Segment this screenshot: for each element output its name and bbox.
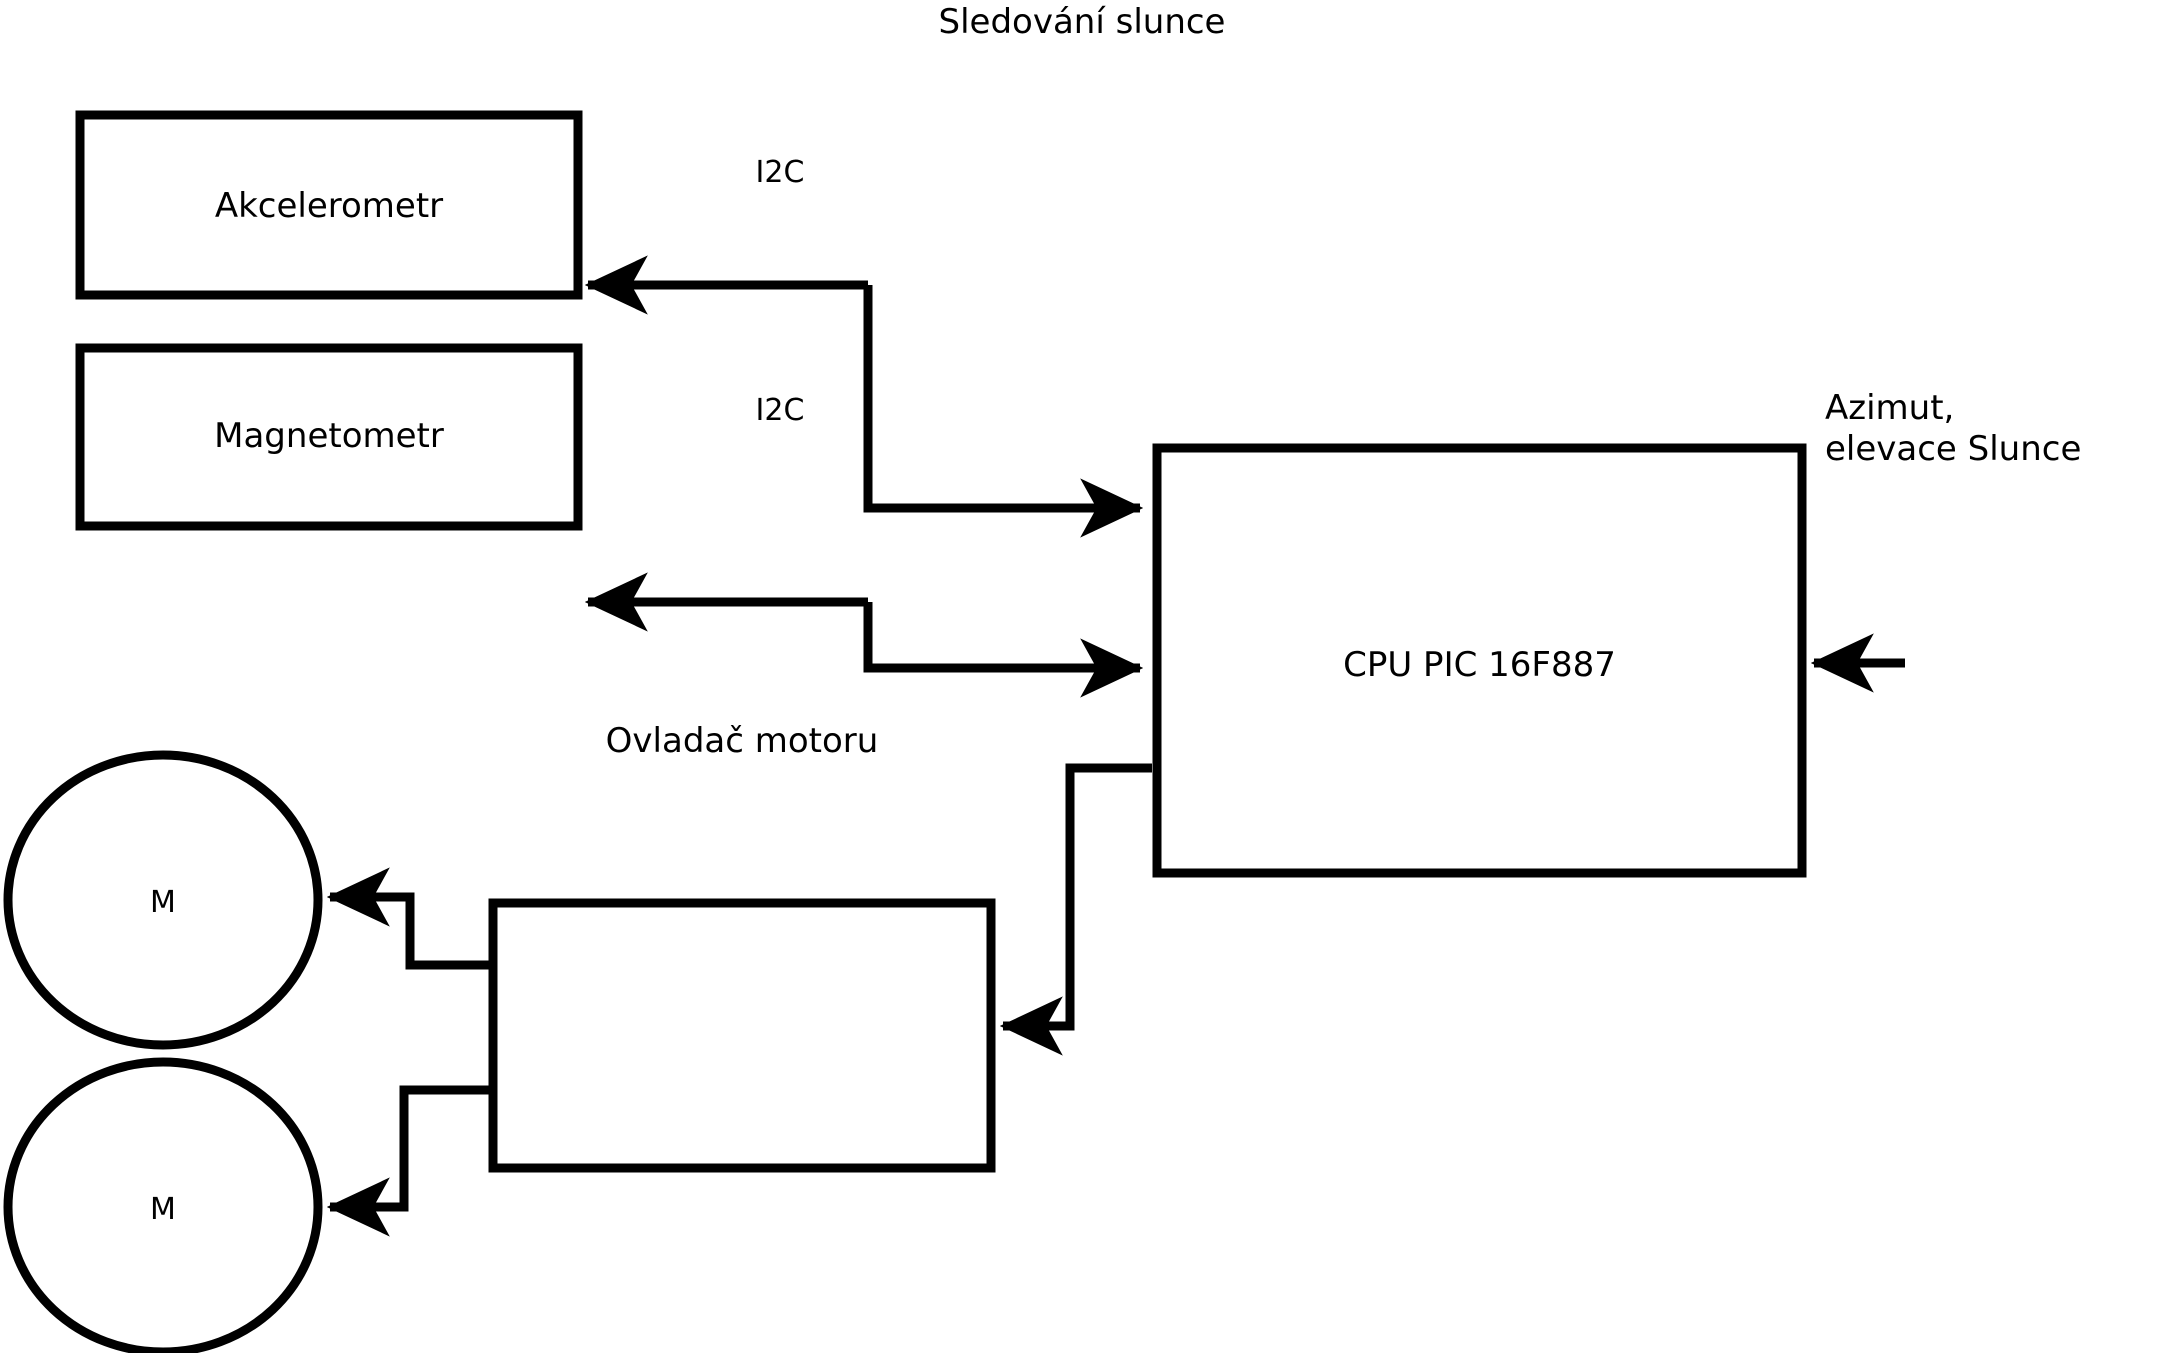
edge-magnetometer-to-cpu: [863, 602, 1144, 698]
edge-motor-driver-to-motor-2: [326, 1085, 493, 1237]
motor-2-circle: [3, 1057, 323, 1353]
motor-1-circle: [3, 750, 323, 1050]
edge-cpu-to-motor-driver: [999, 763, 1152, 1056]
cpu-block: [1152, 443, 1807, 878]
edge-motor-driver-to-motor-1: [326, 867, 493, 970]
magnetometer-block: [75, 343, 583, 531]
edge-cpu-to-accelerometer-riser: [863, 285, 1144, 538]
motor-driver-block: [488, 898, 996, 1173]
accelerometer-block: [75, 110, 583, 300]
